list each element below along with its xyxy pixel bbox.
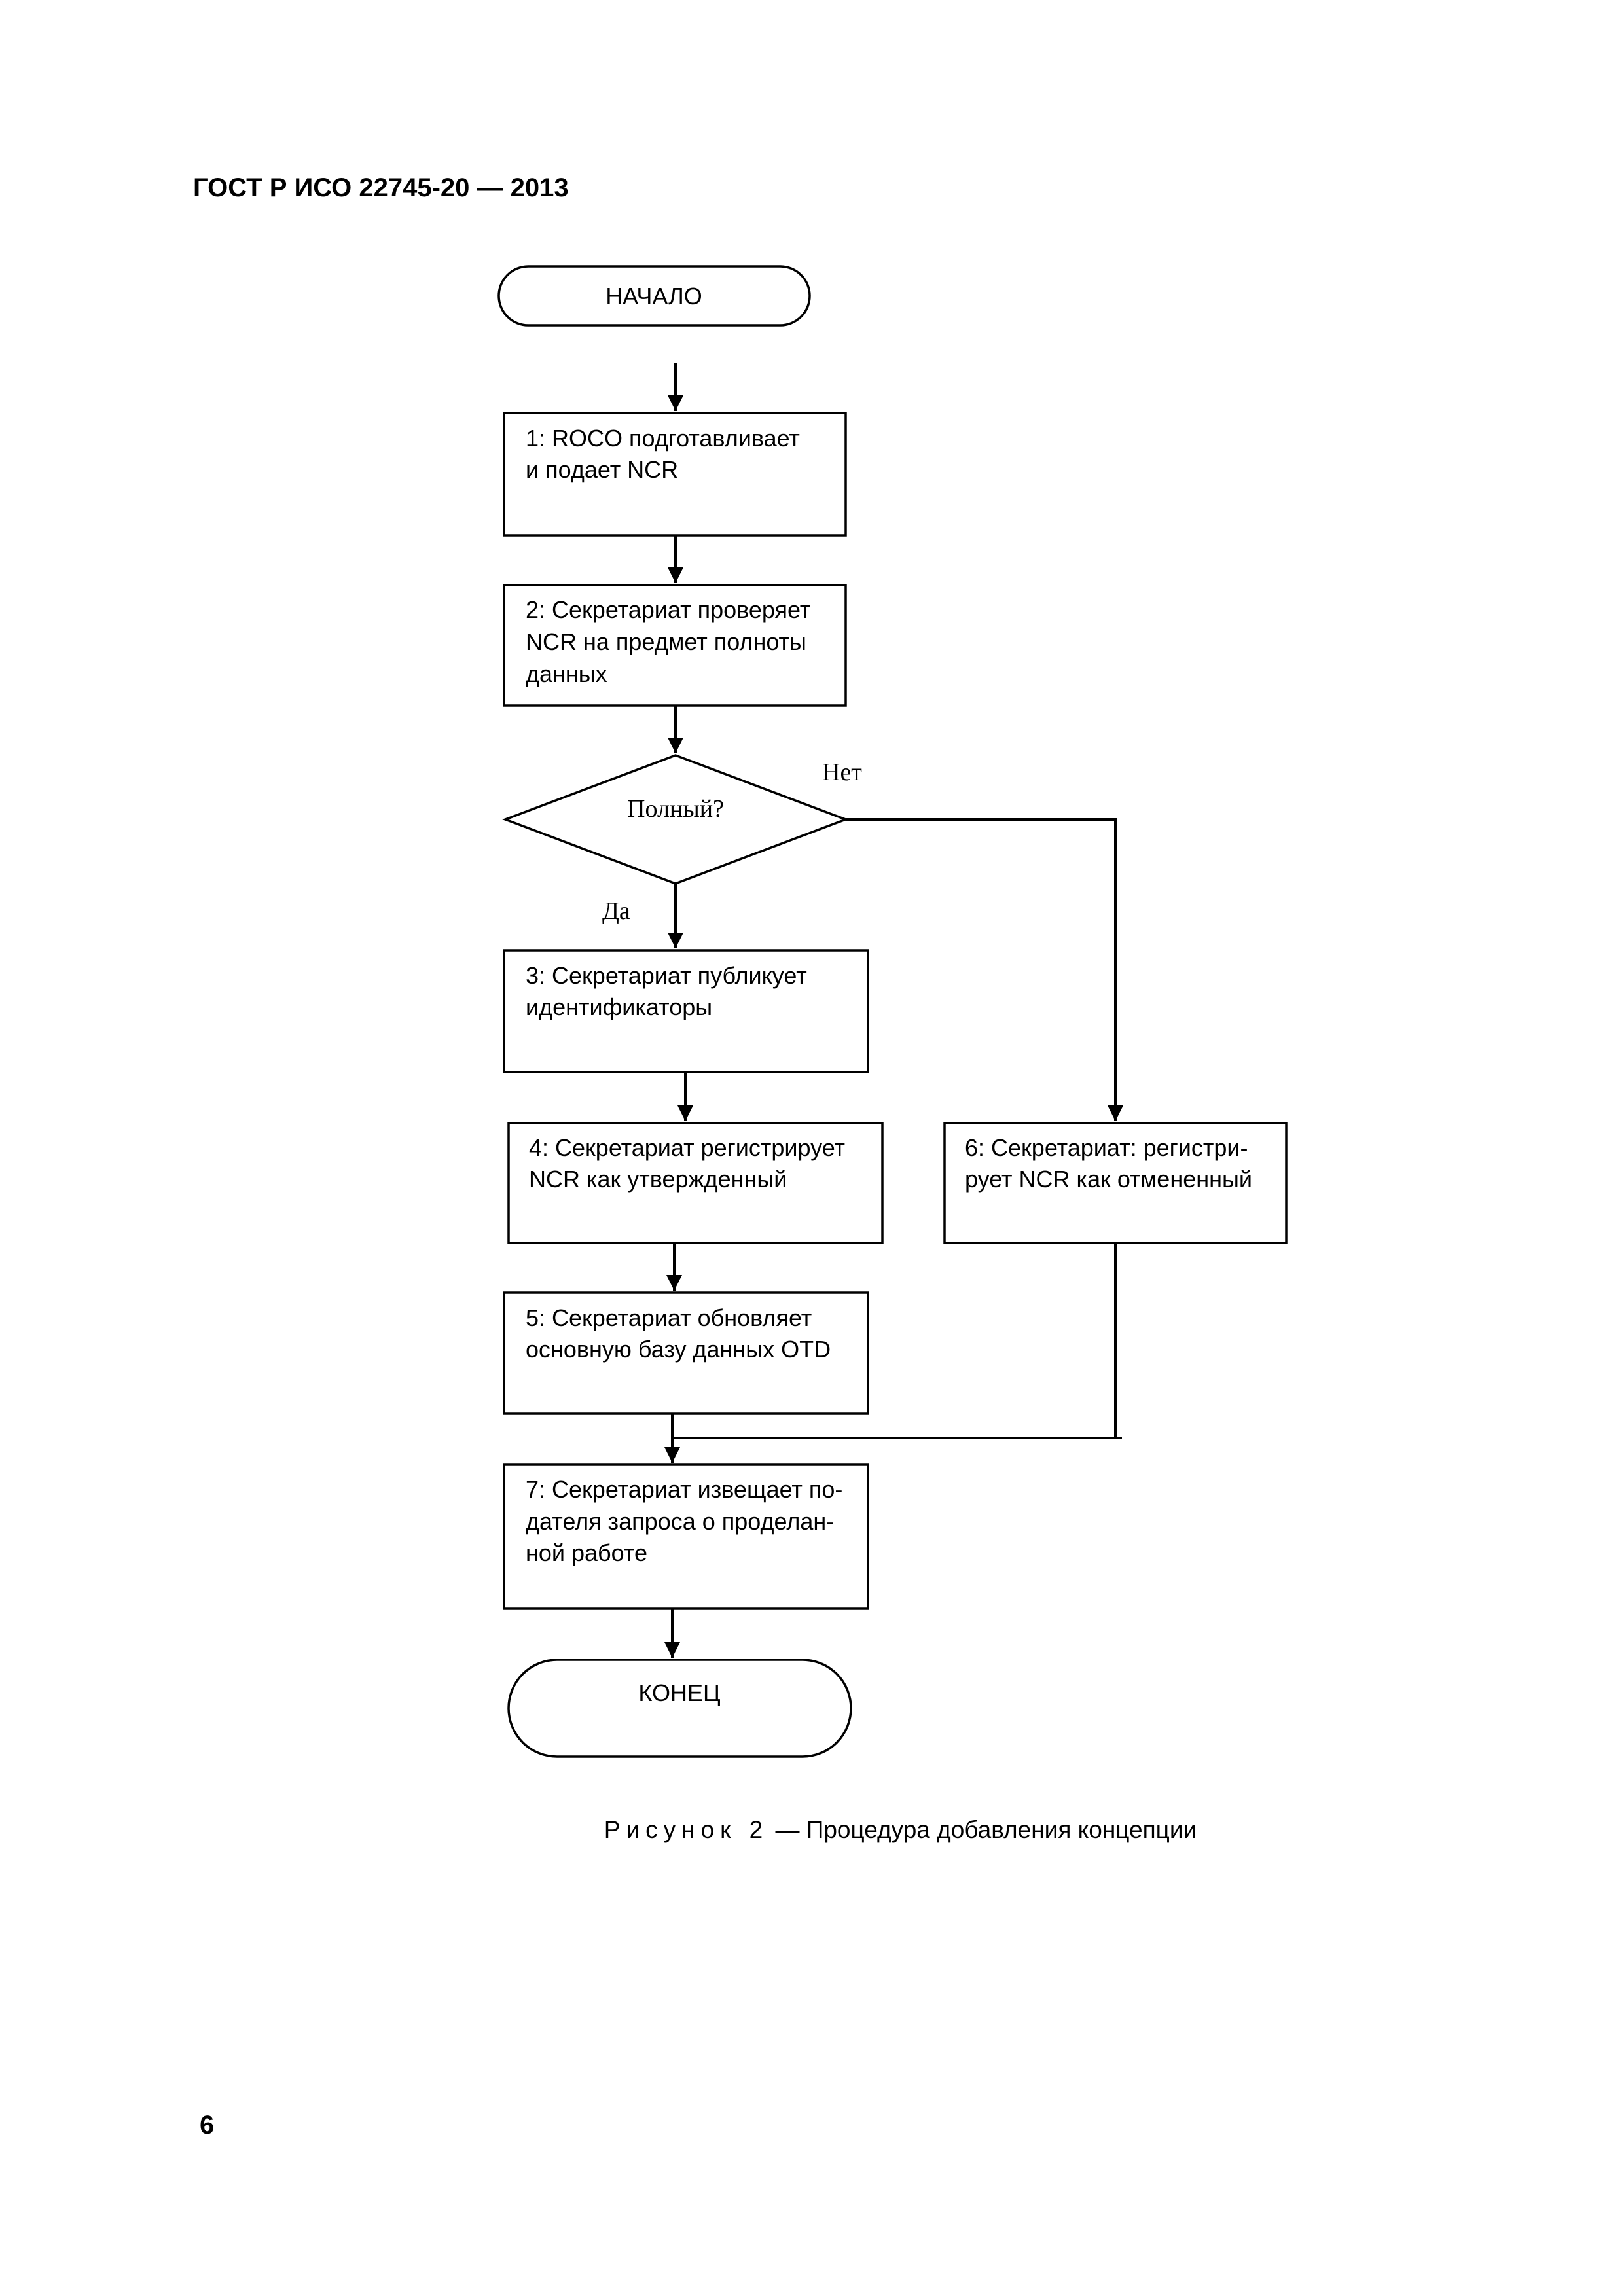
figure-caption-label: Рисунок 2 [604,1816,769,1843]
step3-line1: 3: Секретариат публикует [526,962,807,989]
step1-line1: 1: ROCO подготавливает [526,425,800,452]
start-label: НАЧАЛО [605,283,702,310]
step2-line1: 2: Секретариат проверяет [526,596,810,623]
step1-box: 1: ROCO подготавливает и подает NCR [503,412,847,537]
page-number: 6 [200,2111,215,2140]
end-label: КОНЕЦ [638,1679,720,1706]
step6-line1: 6: Секретариат: регистри- [965,1134,1248,1161]
step6-box: 6: Секретариат: регистри- рует NCR как о… [943,1122,1288,1244]
step7-line1: 7: Секретариат извещает по- [526,1476,842,1503]
step2-line3: данных [526,660,607,687]
end-terminal: КОНЕЦ [507,1659,852,1758]
step2-box: 2: Секретариат проверяет NCR на предмет … [503,584,847,707]
step2-line2: NCR на предмет полноты [526,628,806,655]
branch-yes-label: Да [602,897,630,925]
figure-caption: Рисунок 2 — Процедура добавления концепц… [0,1816,1624,1844]
branch-no-label: Нет [822,759,862,786]
step4-line2: NCR как утвержденный [529,1166,787,1193]
step5-box: 5: Секретариат обновляет основную базу д… [503,1291,869,1415]
step4-box: 4: Секретариат регистрирует NCR как утве… [507,1122,884,1244]
step3-box: 3: Секретариат публикует идентификаторы [503,949,869,1073]
decision-label: Полный? [627,795,724,823]
step7-line2: дателя запроса о проделан- [526,1508,834,1535]
step5-line1: 5: Секретариат обновляет [526,1304,812,1331]
figure-caption-text: — Процедура добавления концепции [775,1816,1197,1843]
start-terminal: НАЧАЛО [497,265,811,327]
step1-line2: и подает NCR [526,456,678,483]
step3-line2: идентификаторы [526,994,712,1020]
step5-line2: основную базу данных OTD [526,1336,831,1363]
document-header: ГОСТ Р ИСО 22745-20 — 2013 [193,173,569,202]
line-decision-no-to-step6 [846,818,1123,1121]
step4-line1: 4: Секретариат регистрирует [529,1134,845,1161]
step7-box: 7: Секретариат извещает по- дателя запро… [503,1463,869,1610]
step6-line2: рует NCR как отмененный [965,1166,1252,1193]
flow-connectors [664,363,1123,1658]
step7-line3: ной работе [526,1539,647,1566]
decision-diamond: Полный? Нет Да [502,754,862,925]
